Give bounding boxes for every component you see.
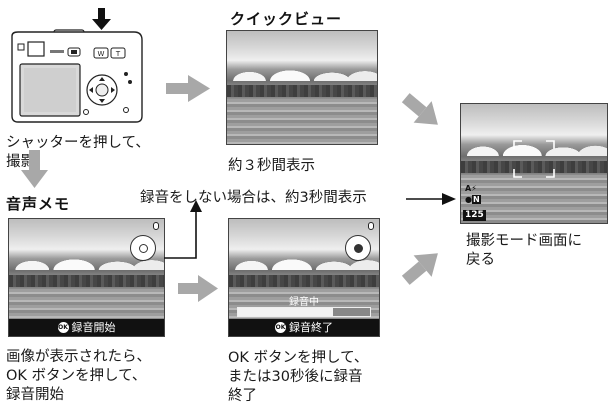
down-arrow-icon xyxy=(92,8,111,30)
svg-text:W: W xyxy=(98,50,105,58)
step-stop-label: OK ボタンを押して、 または30秒後に録音 終了 xyxy=(228,350,369,404)
up-arrow-icon xyxy=(190,200,202,212)
ok-icon: OK xyxy=(275,321,286,333)
flash-mode-icon: A⚡ xyxy=(465,184,477,193)
gray-arrow-icon xyxy=(178,275,218,302)
gray-arrow-icon xyxy=(21,150,48,188)
shooting-mode-photo: A⚡ ●N 125 xyxy=(460,103,608,224)
step-display-label: 画像が表示されたら、 OK ボタンを押して、 録音開始 xyxy=(6,349,151,403)
voice-memo-title: 音声メモ xyxy=(6,195,71,213)
recording-progress-track xyxy=(237,307,371,317)
recording-disc-icon xyxy=(345,235,371,261)
microphone-icon xyxy=(368,222,374,230)
recording-progress-fill xyxy=(238,308,334,316)
record-disc-icon xyxy=(130,235,156,261)
display-3s-label: 約３秒間表示 xyxy=(228,158,315,174)
camera-back-icon: W T xyxy=(11,8,143,123)
shots-remaining: 125 xyxy=(463,210,486,221)
quick-view-title: クイックビュー xyxy=(230,10,343,28)
svg-text:T: T xyxy=(115,50,121,58)
gray-arrow-icon xyxy=(401,253,438,285)
quick-view-photo xyxy=(226,30,378,145)
no-record-line xyxy=(164,210,197,259)
gray-arrow-icon xyxy=(166,75,210,102)
quality-icon: ●N xyxy=(465,195,481,204)
gray-arrow-icon xyxy=(401,93,438,125)
press-shutter-label: シャッターを押して、 撮影 xyxy=(6,135,150,170)
return-shooting-label: 撮影モード画面に 戻る xyxy=(466,233,582,268)
microphone-icon xyxy=(153,222,159,230)
af-frame-icon xyxy=(513,140,555,178)
ok-icon: OK xyxy=(57,321,69,333)
right-arrow-icon xyxy=(442,193,456,205)
camera-illustration: W T xyxy=(6,6,152,126)
recording-label: 録音中 xyxy=(289,297,319,308)
